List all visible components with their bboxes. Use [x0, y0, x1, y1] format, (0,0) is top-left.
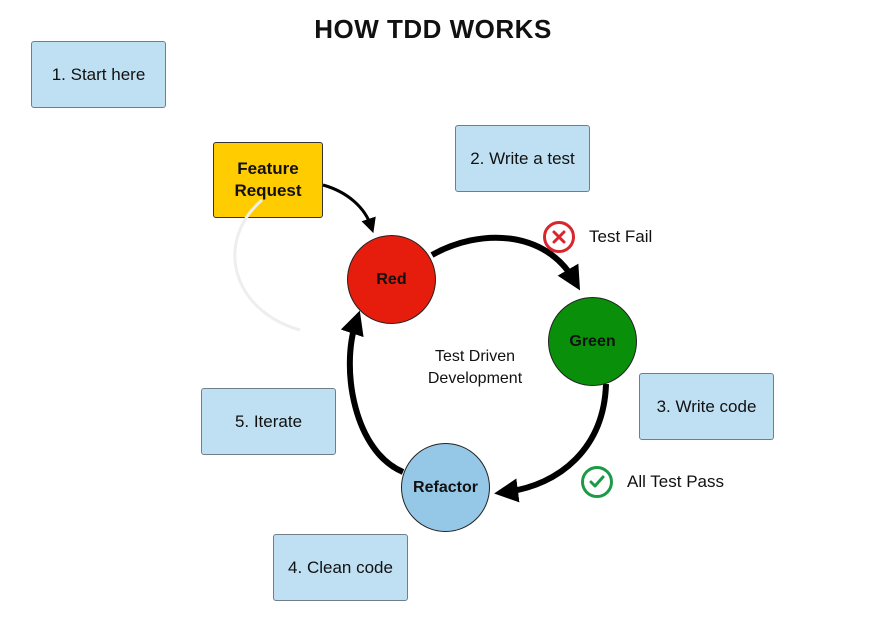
center-label: Test Driven Development	[400, 346, 550, 390]
step-write-a-test: 2. Write a test	[455, 125, 590, 192]
arrow-feature-to-red	[322, 183, 376, 234]
node-refactor-label: Refactor	[413, 478, 478, 496]
status-test-fail-label: Test Fail	[589, 227, 653, 246]
center-label-line2: Development	[427, 370, 523, 387]
x-circle-icon	[543, 221, 575, 253]
feature-request-line2: Request	[234, 181, 302, 200]
step-iterate: 5. Iterate	[201, 388, 336, 455]
node-red-label: Red	[376, 270, 407, 288]
node-refactor: Refactor	[401, 443, 490, 532]
step-write-code: 3. Write code	[639, 373, 774, 440]
node-green: Green	[548, 297, 637, 386]
step-label: 1. Start here	[51, 64, 146, 84]
status-all-test-pass-label: All Test Pass	[627, 472, 725, 491]
step-label: 4. Clean code	[288, 557, 393, 577]
arrow-green-to-refactor	[494, 383, 609, 503]
center-label-line1: Test Driven	[434, 348, 516, 365]
node-green-label: Green	[569, 332, 616, 350]
step-label: 5. Iterate	[234, 411, 303, 431]
node-red: Red	[347, 235, 436, 324]
status-all-test-pass: All Test Pass	[581, 466, 724, 498]
page-title: HOW TDD WORKS	[314, 14, 552, 44]
step-label: 2. Write a test	[470, 148, 575, 168]
step-start-here: 1. Start here	[31, 41, 166, 108]
feature-request-box: Feature Request	[213, 142, 323, 218]
status-test-fail: Test Fail	[543, 221, 652, 253]
step-label: 3. Write code	[656, 396, 757, 416]
faint-arc	[233, 198, 301, 332]
arrow-refactor-to-red	[340, 310, 405, 475]
feature-request-line1: Feature	[237, 159, 299, 178]
arrow-red-to-green	[430, 234, 581, 291]
step-clean-code: 4. Clean code	[273, 534, 408, 601]
check-circle-icon	[581, 466, 613, 498]
